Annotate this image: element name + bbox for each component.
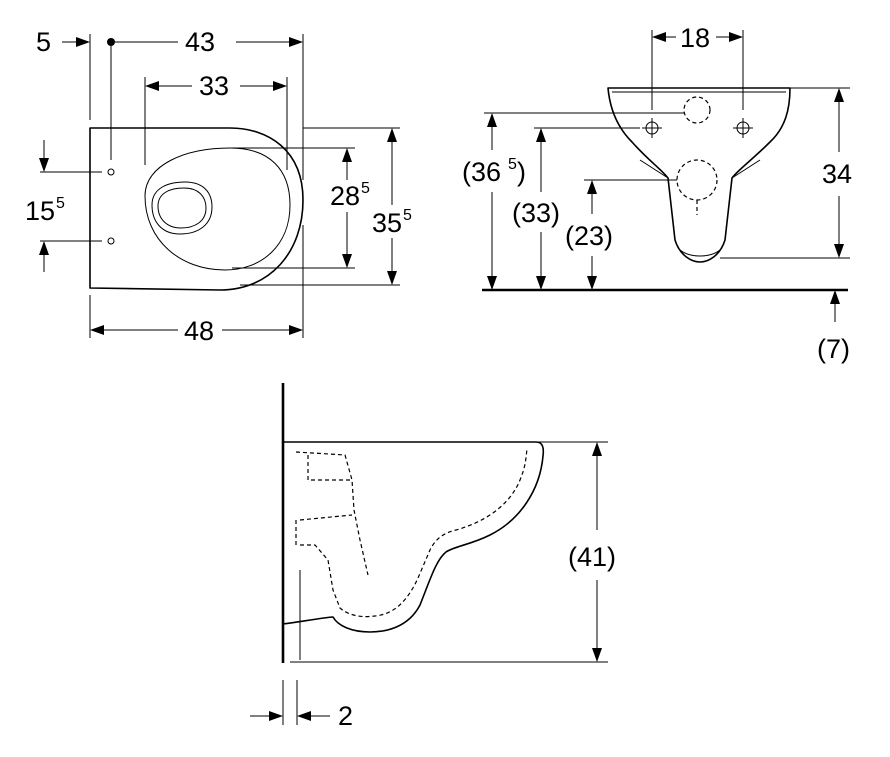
- dim-36-close: ): [517, 157, 526, 187]
- front-view: 18 34 (36 5 ) (33) (23) (7): [462, 23, 852, 364]
- dim-41-label: (41): [568, 542, 616, 572]
- top-view: 5 43 33 15 5 28 5 35 5: [25, 27, 412, 346]
- dim-15-label: 15: [25, 196, 55, 226]
- fixing-hole-bottom: [107, 237, 115, 245]
- side-view-inner: [295, 451, 369, 576]
- dim-35-sup: 5: [403, 207, 412, 224]
- dim-43-label: 43: [185, 27, 215, 57]
- top-view-outline: [89, 127, 304, 291]
- dim-36-sup: 5: [508, 156, 517, 173]
- top-view-drain: [151, 181, 213, 235]
- side-view-outline: [282, 441, 545, 633]
- dim-48-label: 48: [184, 316, 214, 346]
- dim-2-label: 2: [338, 701, 353, 731]
- dim-15-sup: 5: [56, 195, 65, 212]
- side-view: (41) 2: [250, 383, 616, 731]
- dim-33-label: 33: [199, 71, 229, 101]
- fixing-hole-top: [107, 168, 115, 176]
- dim-7-label: (7): [817, 334, 850, 364]
- top-view-bowl-rim: [144, 147, 291, 271]
- dim-33-front-label: (33): [512, 198, 560, 228]
- dim-23-label: (23): [565, 221, 613, 251]
- dim-18-label: 18: [680, 23, 710, 53]
- front-top-connection: [683, 96, 711, 124]
- front-view-outline: [607, 87, 791, 263]
- dim-34-label: 34: [822, 159, 852, 189]
- front-drain-connection: [676, 159, 718, 201]
- dim-35-label: 35: [372, 208, 402, 238]
- dim-28-label: 28: [330, 181, 360, 211]
- dim-5-label: 5: [36, 27, 51, 57]
- dim-36-open: (36: [462, 157, 501, 187]
- dim-28-sup: 5: [361, 180, 370, 197]
